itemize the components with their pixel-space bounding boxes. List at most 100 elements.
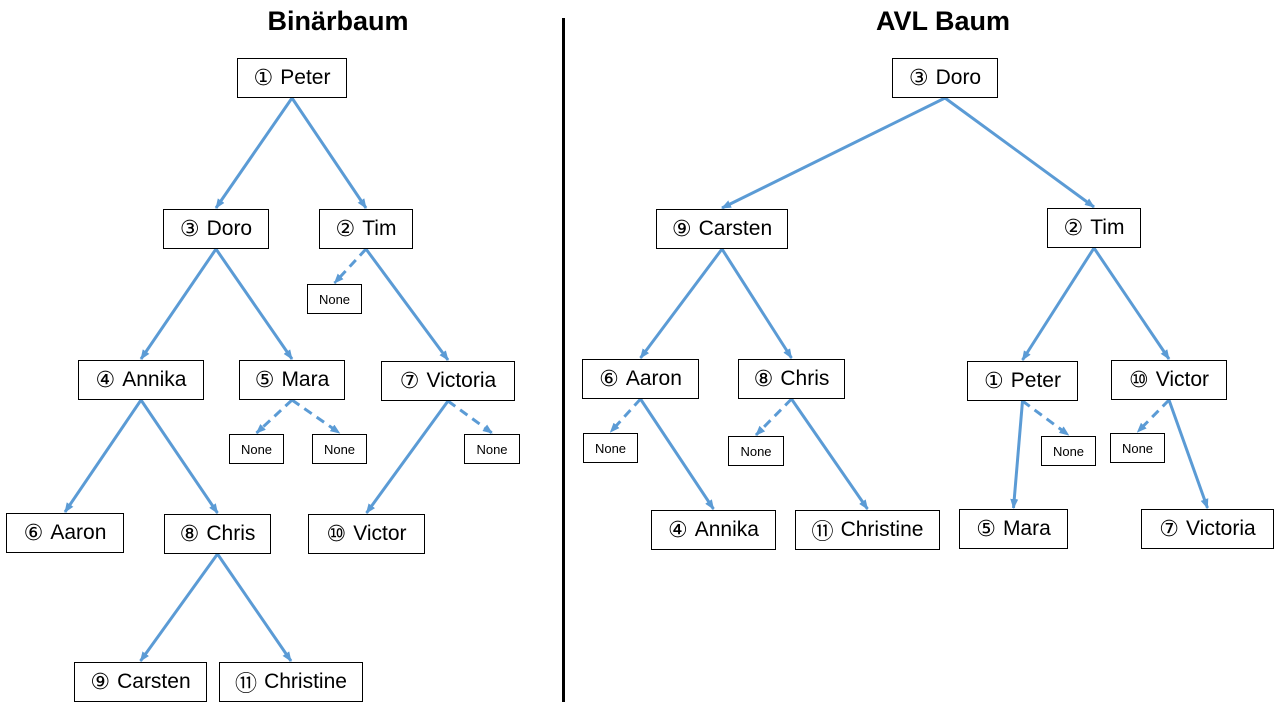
avl-node-victoria-label: Victoria (1186, 517, 1256, 540)
bt-node-doro-label: Doro (206, 217, 253, 240)
avl-node-carsten-label: Carsten (698, 217, 773, 240)
avl-node-doro-number: ③ (908, 65, 929, 91)
avl-node-christine-label: Christine (840, 518, 924, 541)
divider-line (562, 18, 565, 702)
avl-node-peter-number: ① (984, 368, 1004, 394)
bt-node-tim-number: ② (335, 216, 356, 242)
avl-node-victor-number: ⑩ (1128, 367, 1149, 393)
bt-edge-chris-christine (216, 553, 293, 662)
bt-edge-tim-victoria (364, 248, 450, 361)
avl-edge-aaron-annika (639, 398, 715, 510)
avl-edge-carsten-aaron (639, 248, 724, 359)
bt-node-tim-label: Tim (362, 217, 397, 240)
bt-edge-annika-chris (139, 399, 219, 514)
avl-edge-doro-carsten (721, 96, 946, 210)
bt-node-chris-number: ⑧ (179, 521, 200, 547)
bt-node-peter: ① Peter (237, 58, 347, 98)
bt-node-doro-number: ③ (179, 216, 200, 242)
bt-node-tim: ② Tim (319, 209, 413, 249)
avl-node-doro-label: Doro (935, 66, 982, 89)
avl-node-carsten-number: ⑨ (671, 216, 692, 242)
bt-node-victoria-number: ⑦ (399, 368, 420, 394)
bt-node-christine-number: ⑪ (235, 672, 258, 697)
avl-none-victor: None (1110, 433, 1165, 463)
avl-edge-peter-peter-none (1021, 399, 1070, 437)
avl-none-chris: None (728, 436, 784, 466)
avl-node-annika: ④ Annika (651, 510, 776, 550)
avl-node-peter-label: Peter (1010, 369, 1061, 392)
bt-node-peter-label: Peter (280, 66, 331, 89)
bt-none-victoria: None (464, 434, 520, 464)
bt-node-carsten-label: Carsten (117, 670, 191, 693)
avl-edge-doro-tim (944, 96, 1095, 209)
bt-node-carsten-number: ⑨ (90, 669, 111, 695)
bt-node-carsten: ⑨ Carsten (74, 662, 207, 702)
bt-edge-doro-mara (214, 248, 294, 360)
avl-node-chris: ⑧ Chris (738, 359, 845, 399)
bt-edge-victoria-victor (365, 400, 450, 514)
avl-edge-aaron-aaron-none (609, 397, 642, 434)
bt-edge-peter-tim (290, 97, 368, 209)
avl-node-tim-number: ② (1063, 215, 1084, 241)
bt-node-victoria: ⑦ Victoria (381, 361, 515, 401)
avl-node-aaron-label: Aaron (625, 367, 682, 390)
avl-edge-victor-victor-none (1136, 398, 1171, 434)
avl-node-doro: ③ Doro (892, 58, 998, 98)
avl-node-christine-number: ⑪ (811, 520, 834, 545)
avl-node-victor: ⑩ Victor (1111, 360, 1227, 400)
bt-node-doro: ③ Doro (163, 209, 269, 249)
avl-node-chris-number: ⑧ (753, 366, 774, 392)
bt-edge-tim-tim-none (333, 247, 368, 285)
avl-node-aaron: ⑥ Aaron (582, 359, 699, 399)
avl-node-aaron-number: ⑥ (599, 366, 619, 392)
avl-node-annika-label: Annika (694, 518, 759, 541)
bt-none-mara-right: None (312, 434, 367, 464)
avl-node-mara: ⑤ Mara (959, 509, 1068, 549)
avl-node-mara-number: ⑤ (976, 516, 996, 542)
avl-edge-carsten-chris (720, 248, 793, 359)
avl-none-aaron: None (583, 433, 638, 463)
bt-node-mara-number: ⑤ (254, 367, 275, 393)
bt-edge-doro-annika (139, 248, 218, 360)
bt-node-aaron-label: Aaron (50, 521, 107, 544)
avl-node-mara-label: Mara (1002, 517, 1051, 540)
bt-edge-mara-mara-none-l (255, 398, 294, 435)
avl-edge-chris-christine (790, 398, 869, 510)
bt-node-mara: ⑤ Mara (239, 360, 345, 400)
bt-edge-victoria-victoria-none (447, 399, 493, 435)
avl-node-christine: ⑪ Christine (795, 510, 940, 550)
avl-node-chris-label: Chris (780, 367, 830, 390)
avl-edge-chris-chris-none (754, 397, 793, 437)
avl-node-victoria: ⑦ Victoria (1141, 509, 1274, 549)
bt-none-mara-left: None (229, 434, 284, 464)
avl-edge-peter-mara (1010, 400, 1024, 509)
avl-tree-title: AVL Baum (875, 6, 1011, 36)
bt-node-annika-number: ④ (95, 367, 116, 393)
avl-node-carsten: ⑨ Carsten (656, 209, 788, 249)
bt-node-christine-label: Christine (264, 670, 347, 693)
bt-node-chris-label: Chris (206, 522, 256, 545)
avl-edge-tim-victor (1092, 247, 1171, 360)
bt-node-peter-number: ① (253, 65, 274, 91)
avl-node-victor-label: Victor (1155, 368, 1210, 391)
avl-none-peter: None (1041, 436, 1096, 466)
avl-node-victoria-number: ⑦ (1159, 516, 1180, 542)
bt-edge-annika-aaron (63, 399, 143, 513)
bt-node-mara-label: Mara (281, 368, 330, 391)
avl-edge-tim-peter (1021, 247, 1096, 361)
binary-tree-title: Binärbaum (267, 6, 409, 36)
bt-node-victoria-label: Victoria (426, 369, 497, 392)
bt-edge-peter-doro (214, 97, 294, 209)
bt-node-annika-label: Annika (122, 368, 187, 391)
bt-edge-mara-mara-none-r (291, 398, 341, 435)
avl-node-annika-number: ④ (668, 517, 688, 543)
bt-edge-chris-carsten (139, 553, 219, 662)
bt-node-chris: ⑧ Chris (164, 514, 271, 554)
bt-node-victor-label: Victor (353, 522, 407, 545)
avl-edge-victor-victoria (1167, 399, 1209, 509)
bt-node-annika: ④ Annika (78, 360, 204, 400)
bt-node-christine: ⑪ Christine (219, 662, 363, 702)
